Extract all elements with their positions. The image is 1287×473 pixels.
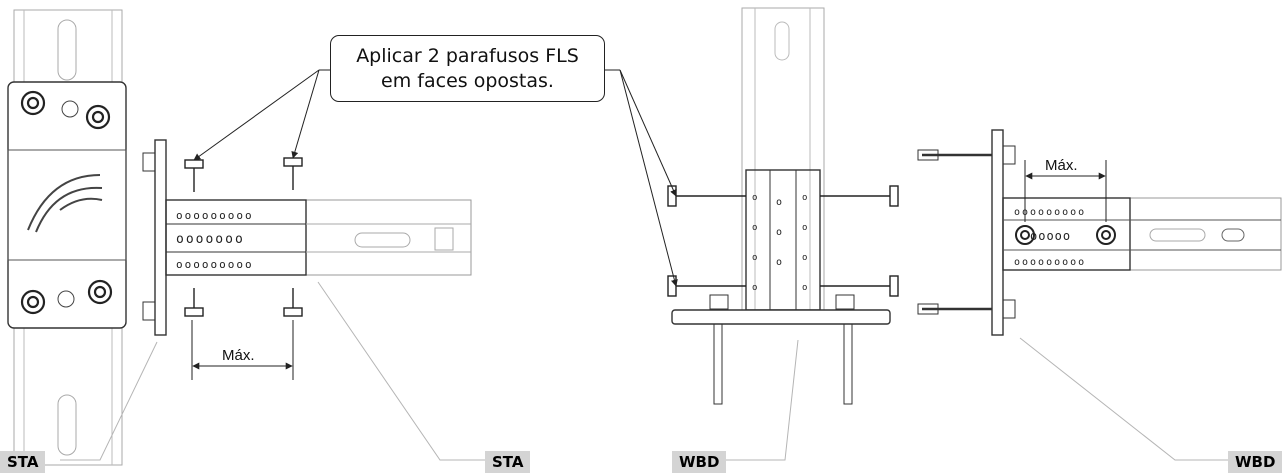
figure-vertical-channel-bracket bbox=[7, 9, 127, 466]
svg-text:o: o bbox=[802, 283, 807, 293]
svg-text:o: o bbox=[776, 197, 782, 208]
callout-line-1: Aplicar 2 parafusos FLS bbox=[356, 44, 579, 67]
figure-wbd-front-view: o o o o o o o o o o o bbox=[667, 7, 899, 405]
leader-lines bbox=[60, 69, 1228, 461]
svg-text:o: o bbox=[776, 227, 782, 238]
svg-text:o: o bbox=[802, 253, 807, 263]
tag-wbd-left: WBD bbox=[672, 451, 727, 473]
svg-text:ooooooo: ooooooo bbox=[176, 232, 245, 247]
dimension-label-right: Máx. bbox=[1045, 157, 1078, 174]
callout-line-2: em faces opostas. bbox=[381, 69, 554, 92]
instruction-callout: Aplicar 2 parafusos FLS em faces opostas… bbox=[330, 35, 605, 102]
dimension-label-left: Máx. bbox=[222, 347, 255, 364]
figure-wbd-side-view: ooooooooo ooooo ooooooooo bbox=[917, 129, 1282, 336]
svg-text:o: o bbox=[752, 193, 757, 203]
svg-text:ooooo: ooooo bbox=[1030, 229, 1071, 243]
svg-text:o: o bbox=[776, 257, 782, 268]
svg-text:ooooooooo: ooooooooo bbox=[176, 209, 254, 222]
svg-text:o: o bbox=[752, 223, 757, 233]
screw-icon bbox=[184, 157, 303, 317]
bolt-icon bbox=[1015, 225, 1116, 245]
figure-sta-side-view: ooooooooo ooooooo ooooooooo bbox=[142, 139, 472, 380]
svg-text:o: o bbox=[802, 193, 807, 203]
svg-text:ooooooooo: ooooooooo bbox=[1014, 207, 1086, 218]
bolt-icon bbox=[20, 90, 113, 315]
svg-text:ooooooooo: ooooooooo bbox=[1014, 257, 1086, 268]
screw-icon bbox=[667, 185, 899, 297]
svg-text:o: o bbox=[752, 253, 757, 263]
svg-text:ooooooooo: ooooooooo bbox=[176, 258, 254, 271]
svg-text:o: o bbox=[752, 283, 757, 293]
svg-text:o: o bbox=[802, 223, 807, 233]
tag-wbd-right: WBD bbox=[1228, 451, 1283, 473]
tag-sta-right: STA bbox=[485, 451, 531, 473]
tag-sta-left: STA bbox=[0, 451, 46, 473]
